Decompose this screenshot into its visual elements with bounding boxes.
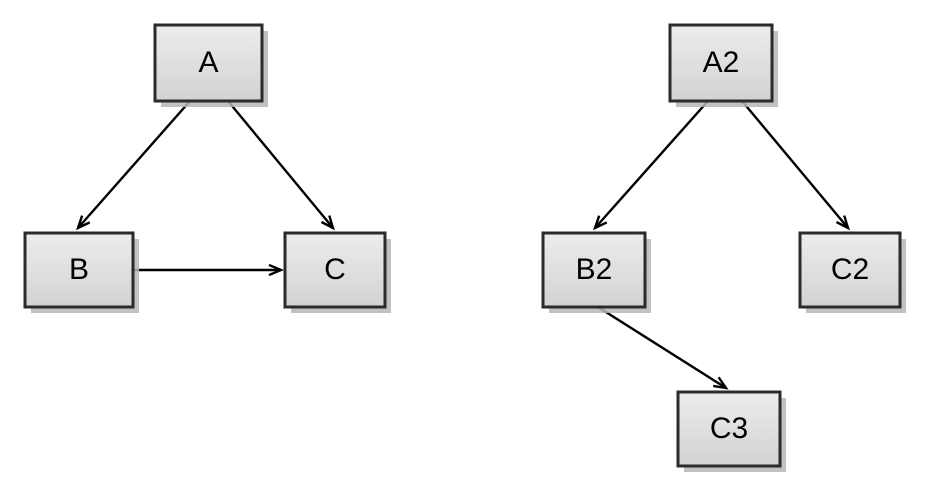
node-a2[interactable]: A2 bbox=[668, 23, 778, 107]
node-box[interactable] bbox=[541, 231, 647, 309]
arrowhead-icon bbox=[835, 215, 850, 231]
node-box[interactable] bbox=[153, 23, 264, 103]
edge-group-graph-right bbox=[592, 100, 850, 390]
arrowhead-icon bbox=[320, 215, 335, 231]
edge-line bbox=[594, 100, 709, 229]
node-label: B2 bbox=[576, 253, 613, 286]
edge-line bbox=[77, 100, 191, 229]
arrowhead-icon bbox=[268, 263, 285, 277]
node-b2[interactable]: B2 bbox=[541, 231, 651, 313]
edge-a2-b2[interactable] bbox=[592, 100, 709, 231]
node-label: A2 bbox=[703, 46, 740, 79]
edge-line bbox=[597, 305, 727, 390]
arrowhead-icon bbox=[712, 376, 729, 390]
edges-layer bbox=[75, 100, 850, 390]
edge-a-b[interactable] bbox=[75, 100, 191, 231]
node-group-graph-left: A B C bbox=[23, 23, 391, 313]
edge-group-graph-left bbox=[75, 100, 335, 277]
node-label: A bbox=[198, 46, 218, 79]
edge-b-c[interactable] bbox=[133, 263, 285, 277]
edge-a-c[interactable] bbox=[227, 100, 335, 231]
node-box[interactable] bbox=[668, 23, 774, 103]
node-label: C bbox=[324, 253, 346, 286]
edge-line bbox=[741, 100, 849, 229]
node-box[interactable] bbox=[798, 231, 902, 309]
node-c3[interactable]: C3 bbox=[676, 390, 786, 472]
node-box[interactable] bbox=[23, 231, 135, 309]
node-box[interactable] bbox=[283, 231, 387, 309]
node-label: B bbox=[69, 253, 89, 286]
node-c2[interactable]: C2 bbox=[798, 231, 906, 313]
node-label: C2 bbox=[831, 253, 869, 286]
edge-b2-c3[interactable] bbox=[597, 305, 729, 390]
edge-a2-c2[interactable] bbox=[741, 100, 850, 231]
node-b[interactable]: B bbox=[23, 231, 139, 313]
node-c[interactable]: C bbox=[283, 231, 391, 313]
node-box[interactable] bbox=[676, 390, 782, 468]
edge-line bbox=[227, 100, 334, 229]
arrowhead-icon bbox=[75, 215, 91, 231]
arrowhead-icon bbox=[592, 215, 608, 231]
node-a[interactable]: A bbox=[153, 23, 268, 107]
node-label: C3 bbox=[710, 412, 748, 445]
